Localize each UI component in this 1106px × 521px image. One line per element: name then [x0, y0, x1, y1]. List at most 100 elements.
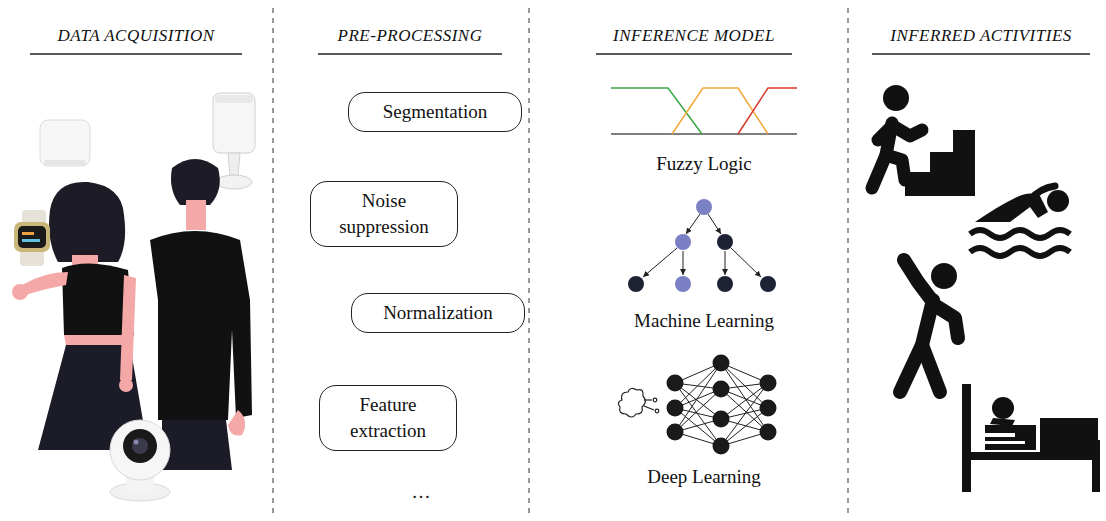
woman-figure-part [119, 378, 133, 392]
fuzzy-logic-chart-part [611, 133, 797, 135]
climbing-person-icon-part [886, 155, 905, 180]
camera-part [123, 429, 157, 463]
climbing-person-icon-part [883, 85, 909, 111]
stretching-person-icon-part [936, 306, 958, 338]
woman-figure-part [12, 284, 28, 300]
header-underlines [30, 53, 1090, 55]
woman-figure-part [120, 275, 136, 380]
fuzzy-logic-chart [611, 88, 797, 134]
bed-icon-part [985, 441, 1025, 444]
motion-sensor-part [228, 153, 240, 175]
header-underlines-part [30, 53, 242, 55]
climbing-person-icon-part [893, 126, 922, 136]
neural-network-part [760, 424, 777, 441]
man-figure-part [150, 231, 252, 420]
temperature-sensor [40, 120, 90, 166]
brain-icon-part [655, 409, 659, 413]
process-box: Segmentation [348, 92, 522, 132]
neural-network-part [713, 438, 730, 455]
smartwatch-part [18, 226, 46, 248]
column-header: INFERRED ACTIVITIES [890, 26, 1072, 46]
smartwatch-part [20, 250, 44, 266]
bed-icon [962, 384, 1100, 492]
step-label: Normalization [366, 300, 510, 326]
column-header: INFERENCE MODEL [613, 26, 775, 46]
decision-tree-part [731, 248, 761, 277]
swimmer-icon-part [970, 230, 1070, 238]
neural-network-part [667, 424, 684, 441]
smartwatch-part [22, 210, 46, 224]
model-caption: Fuzzy Logic [656, 153, 752, 175]
brain-icon-part [618, 388, 645, 417]
step-label: Segmentation [363, 99, 507, 125]
model-caption: Deep Learning [647, 466, 760, 488]
fuzzy-logic-chart-part [738, 88, 797, 134]
header-underlines-part [596, 53, 792, 55]
brain-icon-part [644, 406, 654, 410]
decision-tree-part [708, 214, 721, 234]
man-figure-part [228, 410, 245, 436]
swimmer-icon [970, 186, 1070, 256]
step-label: Noise suppression [325, 188, 443, 239]
brain-icon [618, 388, 658, 417]
camera [110, 420, 170, 501]
stretching-person-icon-part [931, 263, 957, 289]
motion-sensor-part [213, 93, 255, 153]
column-separators-part [273, 8, 274, 516]
stretching-person-icon-part [922, 345, 940, 392]
woman-figure-part [49, 182, 125, 262]
neural-network-part [713, 355, 730, 372]
bed-icon-part [985, 425, 1036, 450]
man-figure-part [171, 159, 220, 205]
swimmer-icon-part [970, 248, 1070, 256]
smartwatch-part [22, 232, 34, 235]
tree-nodes-part [717, 276, 733, 292]
motion-sensor-part [215, 95, 253, 103]
smartwatch-part [14, 222, 50, 252]
column-header: PRE-PROCESSING [338, 26, 483, 46]
decision-tree-part [683, 251, 684, 275]
neural-network-part [760, 375, 777, 392]
camera-part [110, 420, 170, 480]
man-figure-part [186, 200, 206, 230]
swimmer-icon-part [1030, 186, 1055, 200]
tree-nodes-part [628, 276, 644, 292]
neural-network-part [675, 408, 721, 446]
step-label: Feature extraction [334, 392, 442, 443]
process-box: Normalization [351, 293, 525, 333]
tree-nodes-part [760, 276, 776, 292]
neural-network-part [667, 400, 684, 417]
header-underlines-part [872, 53, 1090, 55]
temperature-sensor-part [40, 120, 90, 166]
process-box: Noise suppression [310, 181, 458, 246]
neural-network-part [667, 375, 684, 392]
tree-nodes-part [696, 199, 712, 215]
bed-icon-part [992, 397, 1014, 419]
decision-tree-part [643, 248, 677, 277]
bed-icon-part [1040, 418, 1098, 452]
neural-network-part [713, 411, 730, 428]
camera-part [132, 438, 148, 454]
column-separators-part [848, 8, 849, 516]
model-caption: Machine Learning [634, 310, 774, 332]
woman-figure-part [22, 272, 68, 295]
tree-nodes [628, 199, 776, 292]
brain-icon-part [644, 399, 652, 400]
neural-network-part [721, 408, 768, 446]
tree-nodes-part [675, 276, 691, 292]
bed-icon-part [985, 433, 1015, 437]
bed-icon-part [962, 384, 971, 492]
decision-tree-part [686, 214, 700, 234]
climbing-person-icon [872, 85, 922, 188]
column-separators-part [529, 8, 530, 516]
tree-nodes-part [717, 234, 733, 250]
man-figure-part [162, 420, 232, 470]
motion-sensor-part [216, 175, 252, 189]
man-figure [150, 159, 252, 470]
temperature-sensor-part [44, 160, 86, 165]
process-box: Feature extraction [319, 385, 457, 450]
camera-part [134, 440, 139, 445]
stretching-person-icon [900, 260, 958, 392]
